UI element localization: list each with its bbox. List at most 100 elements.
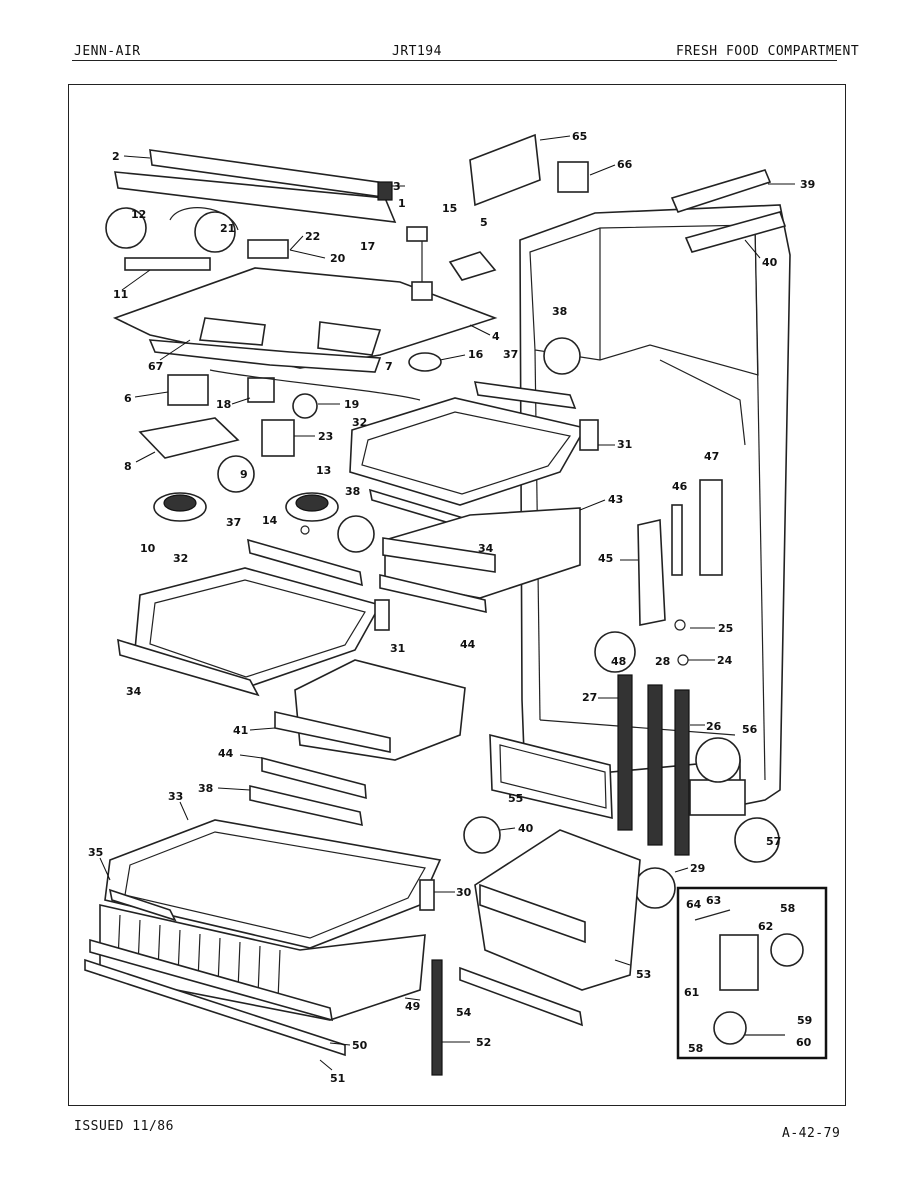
- leader-lines: [99, 135, 795, 1071]
- footer-issued: ISSUED 11/86: [74, 1119, 174, 1134]
- callout-5: 5: [480, 216, 488, 229]
- callout-51: 51: [330, 1072, 345, 1085]
- callout-40b: 40: [518, 822, 534, 835]
- callout-24: 24: [717, 654, 733, 667]
- callout-64: 64: [686, 898, 702, 911]
- vegetable-crisper: [431, 829, 641, 1076]
- callout-40: 40: [762, 256, 778, 269]
- callout-31: 31: [617, 438, 632, 451]
- header-rule: [72, 60, 837, 61]
- dials: [153, 492, 339, 535]
- middle-shelf: [117, 538, 390, 697]
- callout-67: 67: [148, 360, 163, 373]
- controls-and-light: [138, 352, 442, 493]
- callout-15: 15: [442, 202, 457, 215]
- callout-49: 49: [405, 1000, 420, 1013]
- callout-7: 7: [385, 360, 393, 373]
- callout-6: 6: [124, 392, 132, 405]
- callout-61: 61: [684, 986, 699, 999]
- top-right-parts: [406, 133, 787, 281]
- callout-10: 10: [140, 542, 156, 555]
- callout-65: 65: [572, 130, 587, 143]
- callout-47: 47: [704, 450, 719, 463]
- callout-50: 50: [352, 1039, 368, 1052]
- callout-38c: 38: [198, 782, 213, 795]
- callout-32: 32: [352, 416, 367, 429]
- callout-11: 11: [113, 288, 128, 301]
- callout-1: 1: [398, 197, 406, 210]
- shelf-supports: [637, 479, 723, 666]
- header-brand: JENN-AIR: [74, 44, 141, 59]
- callout-63: 63: [706, 894, 721, 907]
- callout-22: 22: [305, 230, 320, 243]
- callout-46: 46: [672, 480, 688, 493]
- callout-28: 28: [655, 655, 670, 668]
- callout-34: 34: [478, 542, 494, 555]
- control-housing: [112, 240, 498, 373]
- callout-19: 19: [344, 398, 359, 411]
- callout-38: 38: [552, 305, 567, 318]
- callout-labels: 2 3 1 15 65 66 39 40 5 12 21 22 20 17 11…: [88, 130, 815, 1085]
- callout-53: 53: [636, 968, 651, 981]
- callout-57: 57: [766, 835, 781, 848]
- callout-39: 39: [800, 178, 815, 191]
- callout-4: 4: [492, 330, 500, 343]
- lower-shelf: [104, 819, 442, 949]
- callout-8: 8: [124, 460, 132, 473]
- detail-circles-right: [337, 337, 780, 909]
- callout-18: 18: [216, 398, 231, 411]
- callout-43: 43: [608, 493, 623, 506]
- callout-66: 66: [617, 158, 633, 171]
- callout-59: 59: [797, 1014, 812, 1027]
- detail-circles-top: [105, 207, 289, 271]
- roller-inset: [676, 886, 828, 1060]
- callout-30: 30: [456, 886, 472, 899]
- callout-13: 13: [316, 464, 331, 477]
- callout-52: 52: [476, 1036, 491, 1049]
- callout-33: 33: [168, 790, 183, 803]
- callout-23: 23: [318, 430, 333, 443]
- callout-55: 55: [508, 792, 523, 805]
- callout-58b: 58: [688, 1042, 703, 1055]
- top-rail-assembly: [114, 149, 397, 223]
- callout-37: 37: [503, 348, 518, 361]
- callout-31b: 31: [390, 642, 405, 655]
- upper-pan: [379, 507, 581, 614]
- callout-38b: 38: [345, 485, 360, 498]
- meat-pan: [249, 659, 466, 827]
- header-section: FRESH FOOD COMPARTMENT: [676, 44, 860, 59]
- upper-shelf: [349, 381, 599, 532]
- callout-2: 2: [112, 150, 120, 163]
- callout-62: 62: [758, 920, 773, 933]
- callout-54: 54: [456, 1006, 472, 1019]
- callout-21: 21: [220, 222, 235, 235]
- callout-35: 35: [88, 846, 103, 859]
- footer-page-code: A-42-79: [782, 1126, 841, 1141]
- callout-12: 12: [131, 208, 146, 221]
- callout-3: 3: [393, 180, 401, 193]
- callout-41: 41: [233, 724, 248, 737]
- callout-37b: 37: [226, 516, 241, 529]
- callout-56: 56: [742, 723, 758, 736]
- callout-9: 9: [240, 468, 248, 481]
- diagram-frame: [68, 84, 846, 1106]
- callout-34b: 34: [126, 685, 142, 698]
- callout-27: 27: [582, 691, 597, 704]
- callout-60: 60: [796, 1036, 812, 1049]
- callout-44: 44: [460, 638, 476, 651]
- callout-20: 20: [330, 252, 346, 265]
- callout-26: 26: [706, 720, 722, 733]
- callout-45: 45: [598, 552, 613, 565]
- callout-25: 25: [718, 622, 733, 635]
- callout-32b: 32: [173, 552, 188, 565]
- callout-29: 29: [690, 862, 705, 875]
- header-model: JRT194: [392, 44, 442, 59]
- callout-17: 17: [360, 240, 375, 253]
- bottom-grille: [84, 904, 426, 1057]
- callout-44b: 44: [218, 747, 234, 760]
- callout-48: 48: [611, 655, 626, 668]
- callout-16: 16: [468, 348, 484, 361]
- toe-grille-and-racks: [489, 674, 746, 856]
- callout-14: 14: [262, 514, 278, 527]
